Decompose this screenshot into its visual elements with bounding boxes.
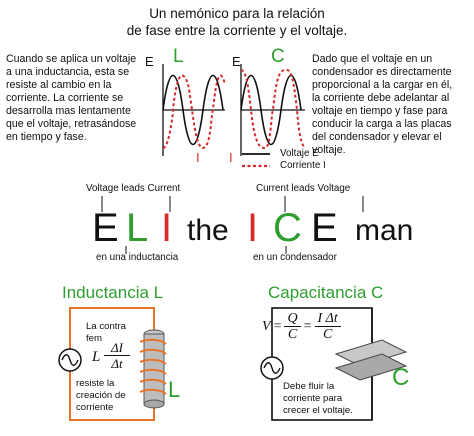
formula-frac2-num: I Δt [314, 311, 341, 327]
diagram-title: Un nemónico para la relación de fase ent… [0, 5, 474, 39]
formula-frac1-num: Q [284, 311, 301, 327]
capacitor-explanation: Dado que el voltaje en un condensador es… [312, 53, 472, 157]
mnemonic-underlines [125, 246, 287, 254]
capacitance-note: Debe fluir la corriente para crecer el v… [283, 381, 353, 417]
formula-V: V [262, 318, 271, 334]
inductor-I-label: I [196, 150, 200, 165]
capacitance-formula: V = Q C = I Δt C [262, 311, 341, 342]
voltage-leads-current-label: Voltage leads Current [86, 183, 181, 194]
inductor-current-wave [162, 74, 226, 150]
capacitance-note-line: corriente para [283, 393, 343, 404]
right-text-line: Dado que el voltaje en un [312, 53, 433, 65]
formula-frac1-den: C [287, 327, 298, 342]
right-text-line: proporcional a la cargar en él, [312, 79, 453, 91]
capacitance-note-line: Debe fluir la [283, 381, 335, 392]
inductance-explanation: Cuando se aplica un voltaje a una induct… [6, 53, 154, 144]
mnemonic-C: C [273, 206, 302, 250]
legend-current-label: Corriente I [280, 160, 326, 171]
inductance-note-line: creación de [76, 390, 126, 401]
capacitor-I-label: I [229, 150, 233, 165]
mnemonic-E1: E [92, 206, 119, 250]
capacitor-plates-icon [334, 308, 408, 420]
left-text-line: Cuando se aplica un voltaje [6, 53, 137, 65]
plate-C-label: C [392, 364, 410, 391]
left-text-line: corriente. La corriente se [6, 92, 124, 104]
right-text-line: la corriente debe adelantar al [312, 92, 450, 104]
right-text-line: conducir la carga a las placas [312, 118, 452, 130]
coil-icon [139, 329, 167, 409]
capacitor-graph [240, 64, 306, 156]
mnemonic-L: L [126, 206, 149, 250]
inductance-label: en una inductancia [96, 252, 179, 263]
inductor-L-label: L [173, 46, 184, 67]
legend-voltage-label: Voltaje E [280, 148, 319, 159]
legend-swatches [242, 153, 270, 168]
formula-fraction-2: I Δt C [314, 311, 341, 342]
capacitor-C-label: C [271, 46, 285, 67]
right-text-line: condensador es directamente [312, 66, 452, 78]
inductance-note-top: La contra fem [86, 321, 126, 345]
current-leads-voltage-label: Current leads Voltage [256, 183, 351, 194]
mnemonic-I1: I [161, 206, 173, 250]
ac-source-wave [61, 354, 79, 366]
inductance-note-bottom: resiste la creación de corriente [76, 378, 126, 414]
mnemonic-pointers [101, 196, 364, 212]
inductance-note-line: La contra [86, 321, 127, 332]
ac-source-wave [263, 362, 281, 374]
mnemonic-E2: E [311, 206, 338, 250]
inductance-formula-numerator: ΔI [104, 340, 130, 356]
left-text-line: desarrolla mas lentamente [6, 105, 131, 117]
inductance-note-line: resiste la [76, 378, 115, 389]
left-text-line: resiste al cambio en la [6, 79, 112, 91]
inductor-E-label: E [145, 54, 154, 69]
formula-fraction-1: Q C [284, 311, 301, 342]
right-text-line: voltaje. [312, 144, 346, 156]
title-line-2: de fase entre la corriente y el voltaje. [126, 23, 348, 38]
capacitor-label: en un condensador [253, 252, 337, 263]
mnemonic-I2: I [247, 206, 259, 250]
inductor-voltage-wave [162, 74, 224, 146]
capacitance-title: Capacitancia C [268, 283, 384, 302]
right-text-line: del condensador y elevar el [312, 131, 442, 143]
inductor-circuit [58, 307, 167, 421]
inductance-formula-denominator: Δt [111, 356, 123, 371]
right-text-line: voltaje en tiempo y fase para [312, 105, 448, 117]
inductance-note-line: fem [86, 333, 102, 344]
left-text-line: que el voltaje, retrasándose [6, 118, 137, 130]
mnemonic-man: man [355, 214, 414, 247]
inductance-formula-L: L [92, 349, 101, 365]
left-text-line: a una inductancia, esta se [6, 66, 130, 78]
formula-eq1: = [273, 318, 282, 334]
inductor-graph [162, 64, 226, 156]
capacitance-note-line: crecer el voltaje. [283, 405, 353, 416]
formula-eq2: = [303, 318, 312, 334]
inductance-title: Inductancia L [62, 283, 164, 302]
capacitor-E-label: E [232, 54, 241, 69]
coil-L-label: L [168, 377, 181, 402]
left-text-line: en tiempo y fase. [6, 131, 87, 143]
phase-waveforms [162, 64, 306, 156]
inductance-note-line: corriente [76, 402, 114, 413]
capacitor-circuit [260, 307, 408, 421]
inductance-formula-fraction: ΔI Δt [104, 340, 130, 371]
title-line-1: Un nemónico para la relación [149, 6, 325, 21]
formula-frac2-den: C [322, 327, 333, 342]
mnemonic-the: the [187, 214, 229, 247]
